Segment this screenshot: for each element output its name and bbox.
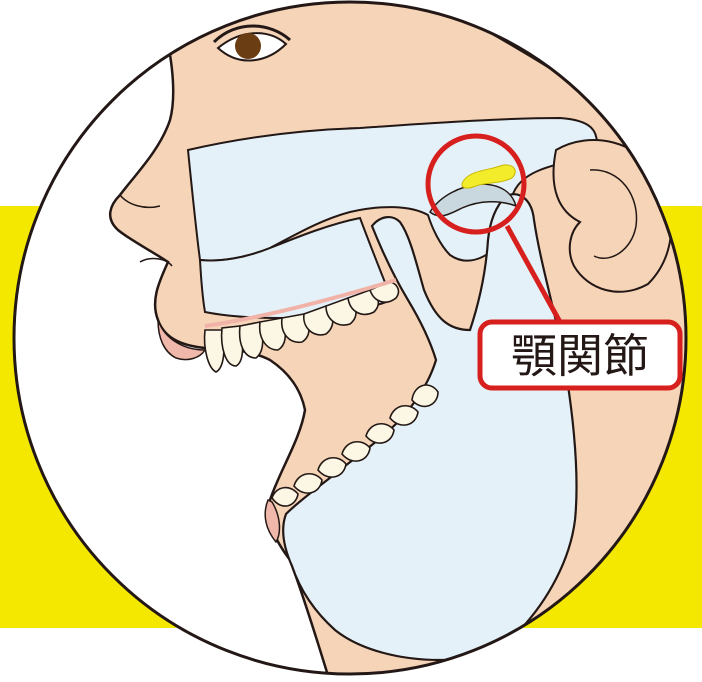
eye-iris [235, 33, 261, 59]
label-text: 顎関節 [511, 329, 649, 383]
